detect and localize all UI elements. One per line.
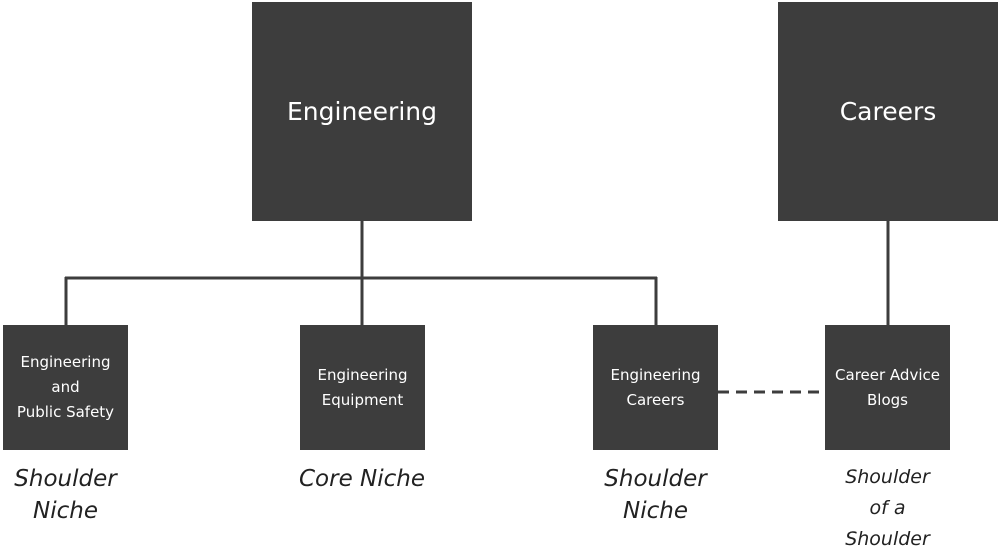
node-engineering-public-safety-label: Engineering and Public Safety (16, 353, 115, 421)
node-engineering-careers-label: Engineering Careers (610, 365, 701, 409)
node-engineering-equipment: Engineering Equipment (300, 325, 425, 450)
node-careers: Careers (778, 2, 998, 221)
node-career-advice-blogs: Career Advice Blogs (825, 325, 950, 450)
caption-equipment: Core Niche (298, 466, 426, 492)
node-engineering: Engineering (252, 2, 472, 221)
caption-engineering-careers: Shoulder Niche (604, 466, 707, 524)
node-careers-label: Careers (839, 97, 937, 126)
caption-public-safety: Shoulder Niche (14, 466, 117, 524)
node-career-advice-blogs-label: Career Advice Blogs (835, 365, 940, 409)
caption-career-advice-blogs: Shoulder of a Shoulder (845, 466, 930, 550)
node-engineering-equipment-label: Engineering Equipment (317, 365, 408, 409)
node-engineering-label: Engineering (287, 97, 437, 126)
node-engineering-public-safety: Engineering and Public Safety (3, 325, 128, 450)
node-engineering-careers: Engineering Careers (593, 325, 718, 450)
